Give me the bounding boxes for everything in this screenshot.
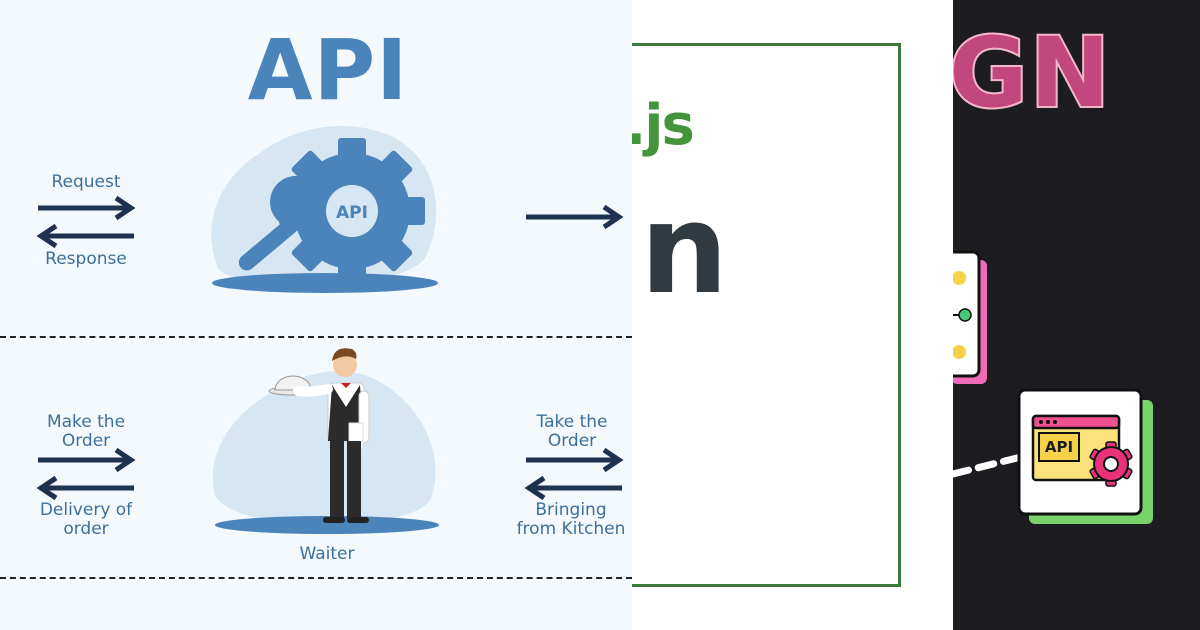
gear-wrench-illustration: API — [211, 126, 438, 293]
section-divider-top — [0, 336, 632, 338]
green-dot-icon — [958, 308, 972, 322]
order-delivery-arrows — [36, 447, 136, 501]
delivery-label: Delivery of order — [39, 500, 133, 539]
design-heading-fragment: GN — [953, 16, 1113, 130]
flowchart-card-fragment — [953, 250, 987, 384]
api-diagram-panel: API API Request — [0, 0, 632, 630]
waiter-shadow — [215, 516, 439, 534]
left-arrow-icon — [36, 475, 134, 501]
api-box-label: API — [1044, 438, 1074, 456]
yellow-dot-icon — [953, 271, 966, 285]
waiter-blob-background — [212, 371, 436, 525]
response-label: Response — [45, 249, 127, 269]
gear-shadow — [212, 273, 438, 293]
section-divider-bottom — [0, 577, 632, 579]
right-arrow-icon — [38, 447, 136, 473]
right-arrow-icon — [526, 204, 624, 230]
left-arrow-icon — [36, 223, 134, 249]
make-order-label: Make the Order — [46, 412, 126, 451]
nodejs-frame — [632, 43, 901, 587]
yellow-dot-icon — [953, 345, 966, 359]
wrench-icon — [222, 175, 320, 271]
nodejs-panel: .js n — [632, 0, 953, 630]
waiter-icon — [268, 348, 370, 523]
left-arrow-icon — [524, 475, 622, 501]
request-response-arrows — [36, 195, 136, 249]
gear-center-label: API — [336, 203, 368, 223]
settings-gear-icon — [1089, 441, 1133, 487]
right-arrow-icon — [526, 447, 624, 473]
api-title: API — [247, 21, 409, 119]
to-server-arrow — [526, 204, 624, 230]
waiter-illustration — [212, 348, 439, 534]
request-label: Request — [51, 172, 121, 192]
nodejs-partial-heading: n — [640, 178, 729, 322]
waiter-label: Waiter — [299, 544, 355, 564]
kitchen-arrows — [524, 447, 624, 501]
right-arrow-icon — [38, 195, 136, 221]
dashed-connector — [953, 452, 1029, 478]
take-order-label: Take the Order — [536, 412, 608, 451]
api-settings-card — [1017, 388, 1153, 524]
dark-design-panel: GN — [953, 0, 1200, 630]
nodejs-logo-text: .js — [632, 93, 695, 158]
bringing-label: Bringing from Kitchen — [516, 500, 626, 539]
